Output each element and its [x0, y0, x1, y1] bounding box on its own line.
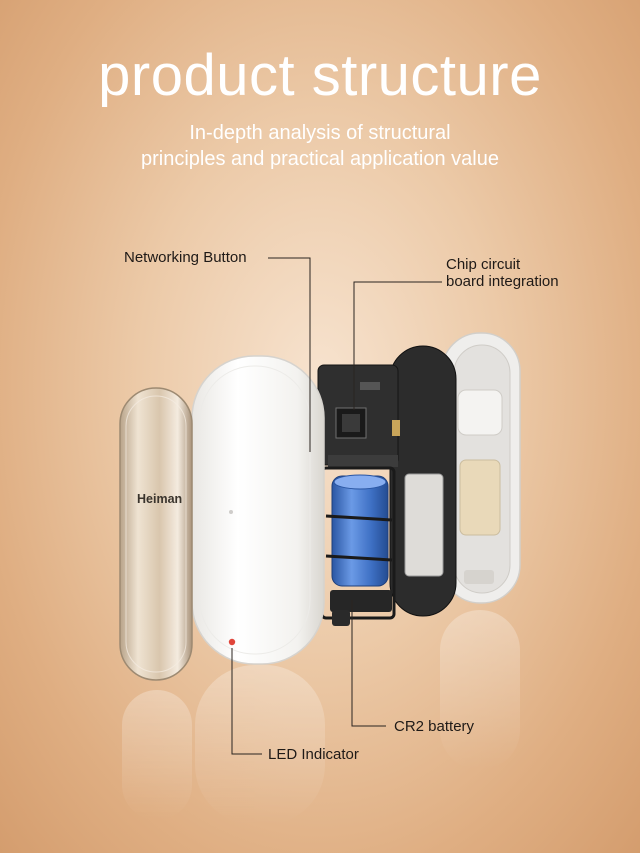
- chip-label-line-2: board integration: [446, 273, 559, 290]
- metal-cover-plate: [119, 387, 193, 681]
- circuit-board-assembly: [317, 364, 400, 626]
- led-indicator-dot: [228, 638, 236, 646]
- callout-cr2-battery: CR2 battery: [394, 718, 475, 735]
- page-subtitle: In-depth analysis of structural principl…: [0, 120, 640, 172]
- callout-led-indicator: LED Indicator: [268, 746, 359, 763]
- subtitle-line-2: principles and practical application val…: [141, 148, 499, 170]
- callout-chip-circuit-board: Chip circuit board integration: [446, 256, 559, 290]
- page-title: product structure: [98, 43, 542, 108]
- chip-label-line-1: Chip circuit: [446, 256, 521, 273]
- black-back-plate: [389, 345, 457, 617]
- subtitle-line-1: In-depth analysis of structural: [189, 122, 451, 144]
- callout-networking-button: Networking Button: [124, 249, 247, 266]
- back-housing: [441, 332, 521, 604]
- callout-leader-lines: [231, 257, 442, 755]
- floor-reflection: [122, 610, 520, 825]
- brand-logo: Heiman: [137, 492, 182, 506]
- front-shell: [191, 355, 325, 665]
